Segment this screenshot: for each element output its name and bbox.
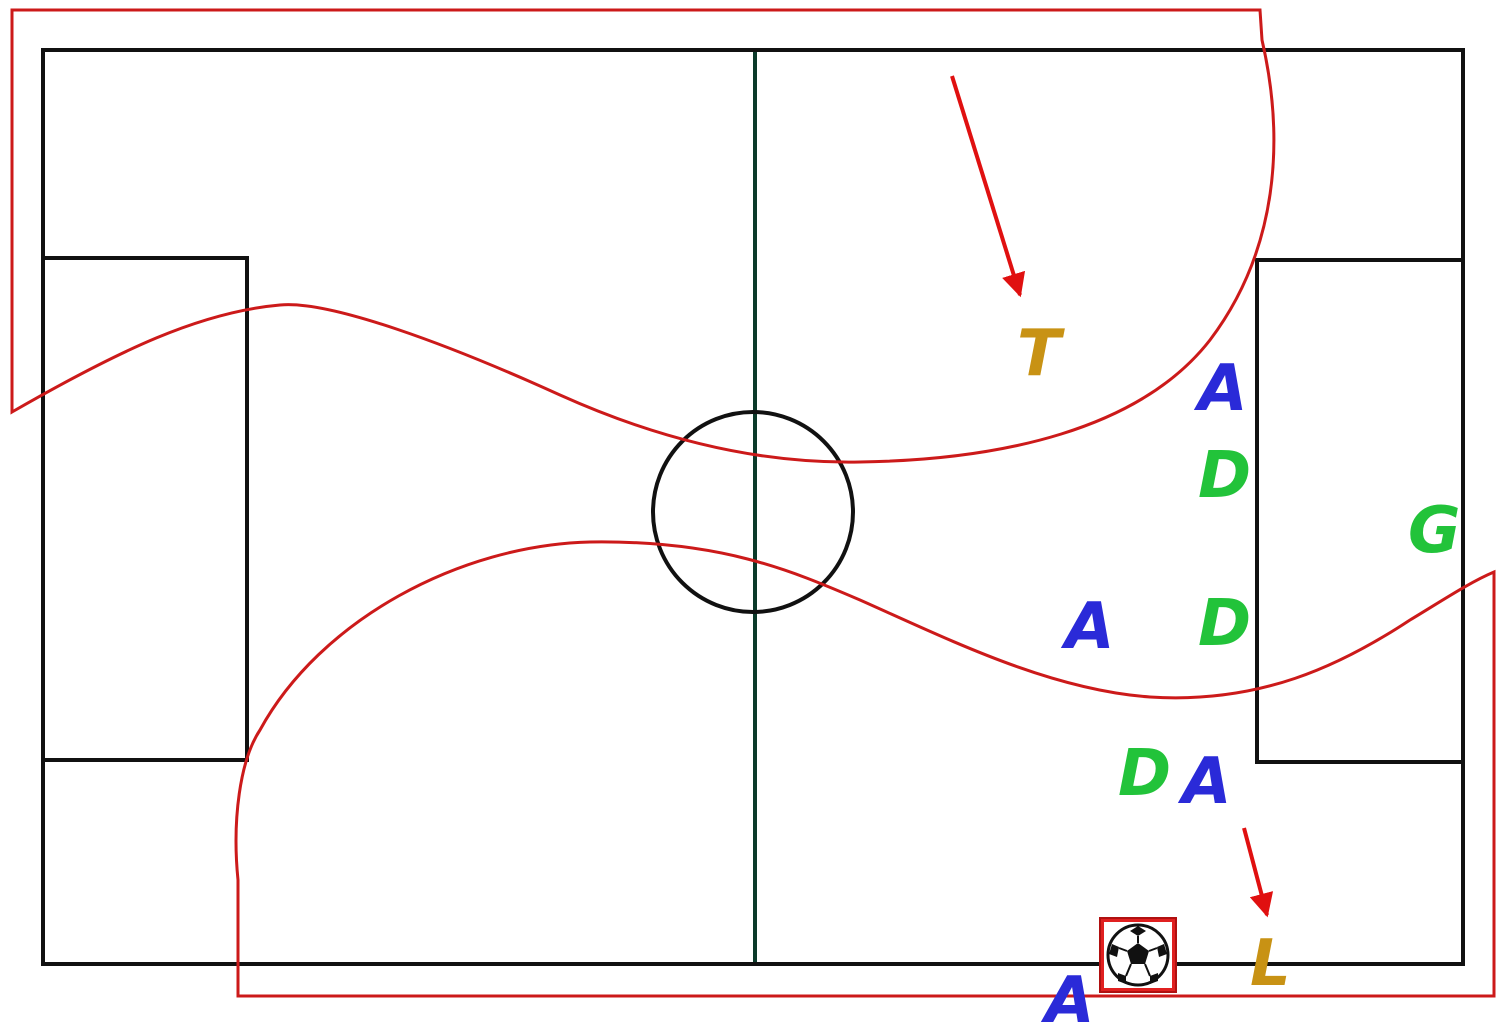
player-defender-2: D [1198,587,1251,661]
player-attacker-2: A [1060,590,1115,664]
right-penalty-area [1255,258,1465,764]
center-circle [651,410,855,614]
player-defender-3: D [1118,737,1171,811]
labels: T A D G A D D A L A [1017,317,1461,1029]
player-attacker-4: A [1040,964,1095,1029]
arrow-to-t [950,75,1026,298]
arrow-to-l [1242,827,1274,918]
player-goalkeeper: G [1408,494,1461,568]
player-defender-1: D [1198,439,1251,513]
upper-zone-outline [10,8,1276,464]
player-attacker-1: A [1193,352,1248,426]
lower-zone-outline [234,540,1496,998]
marker-t: T [1017,317,1065,391]
soccer-ball-icon [1106,923,1170,987]
player-attacker-3: A [1177,745,1232,819]
ball-box [1099,917,1177,993]
left-penalty-area [41,256,249,762]
zone-outlines [10,8,1496,998]
pitch-lines [41,48,1465,966]
marker-l: L [1250,927,1291,1001]
